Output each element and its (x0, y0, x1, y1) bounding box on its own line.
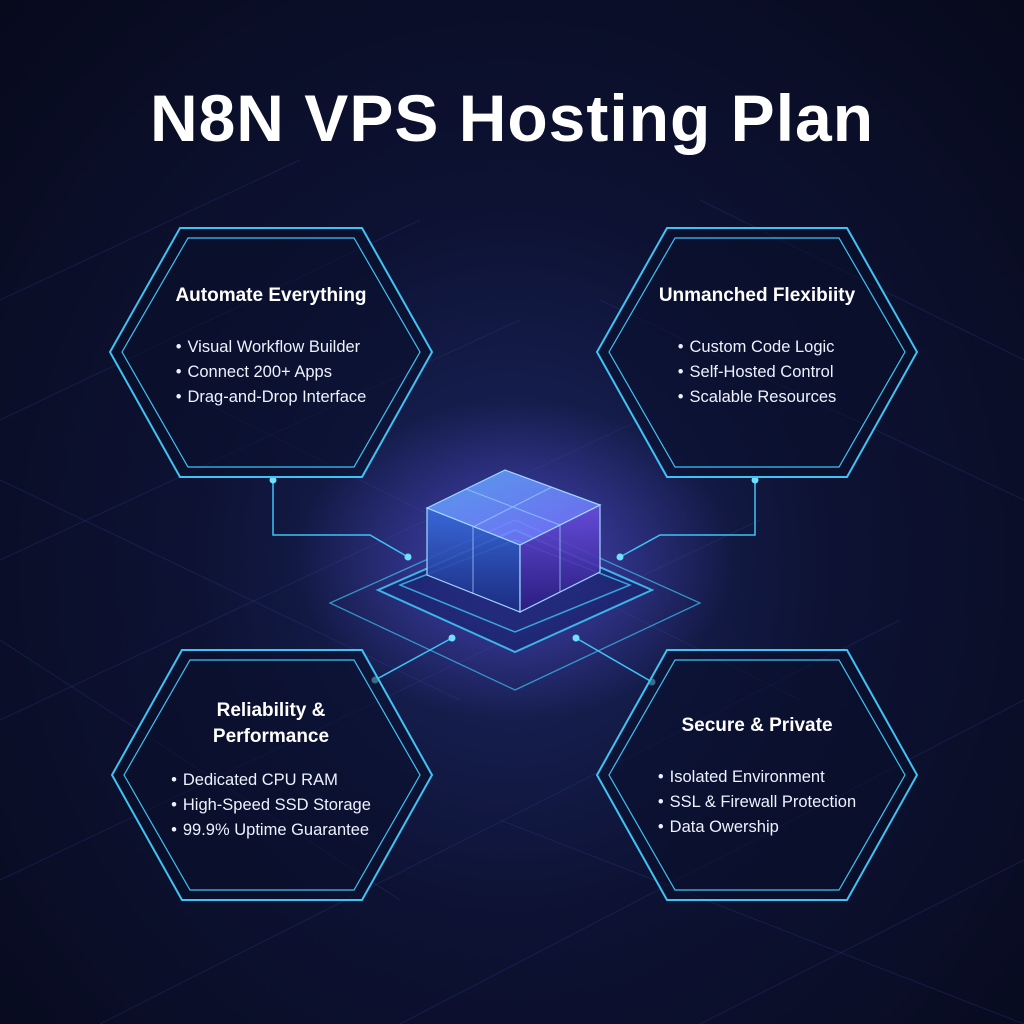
card-secure-private: Secure & Private Isolated Environment SS… (597, 713, 917, 840)
feature-list: Custom Code Logic Self-Hosted Control Sc… (678, 335, 837, 410)
feature-list: Visual Workflow Builder Connect 200+ App… (176, 335, 367, 410)
card-title: Secure & Private (681, 715, 833, 736)
feature-item: Self-Hosted Control (678, 360, 837, 385)
feature-item: SSL & Firewall Protection (658, 790, 856, 815)
feature-item: Connect 200+ Apps (176, 360, 367, 385)
card-automate-everything: Automate Everything Visual Workflow Buil… (111, 283, 431, 410)
feature-item: Scalable Resources (678, 385, 837, 410)
feature-item: Data Owership (658, 815, 856, 840)
card-title: Automate Everything (175, 285, 367, 306)
card-title-line: Performance (212, 726, 330, 747)
page-title: N8N VPS Hosting Plan (149, 81, 875, 155)
card-title-line: Reliability & (216, 700, 326, 721)
feature-item: High-Speed SSD Storage (171, 793, 371, 818)
card-flexibility: Unmanched Flexibiity Custom Code Logic S… (597, 283, 917, 410)
card-reliability-performance: Reliability & Performance Dedicated CPU R… (111, 698, 431, 843)
feature-item: Custom Code Logic (678, 335, 837, 360)
card-title: Reliability & Performance (111, 698, 431, 750)
feature-item: 99.9% Uptime Guarantee (171, 818, 371, 843)
connector-lines (272, 478, 756, 683)
feature-item: Visual Workflow Builder (176, 335, 367, 360)
card-title: Unmanched Flexibiity (658, 285, 856, 306)
server-cube-icon (425, 469, 602, 613)
feature-list: Dedicated CPU RAM High-Speed SSD Storage… (171, 768, 371, 843)
feature-item: Drag-and-Drop Interface (176, 385, 366, 410)
feature-item: Isolated Environment (658, 765, 856, 790)
feature-list: Isolated Environment SSL & Firewall Prot… (658, 765, 856, 840)
feature-item: Dedicated CPU RAM (171, 768, 371, 793)
